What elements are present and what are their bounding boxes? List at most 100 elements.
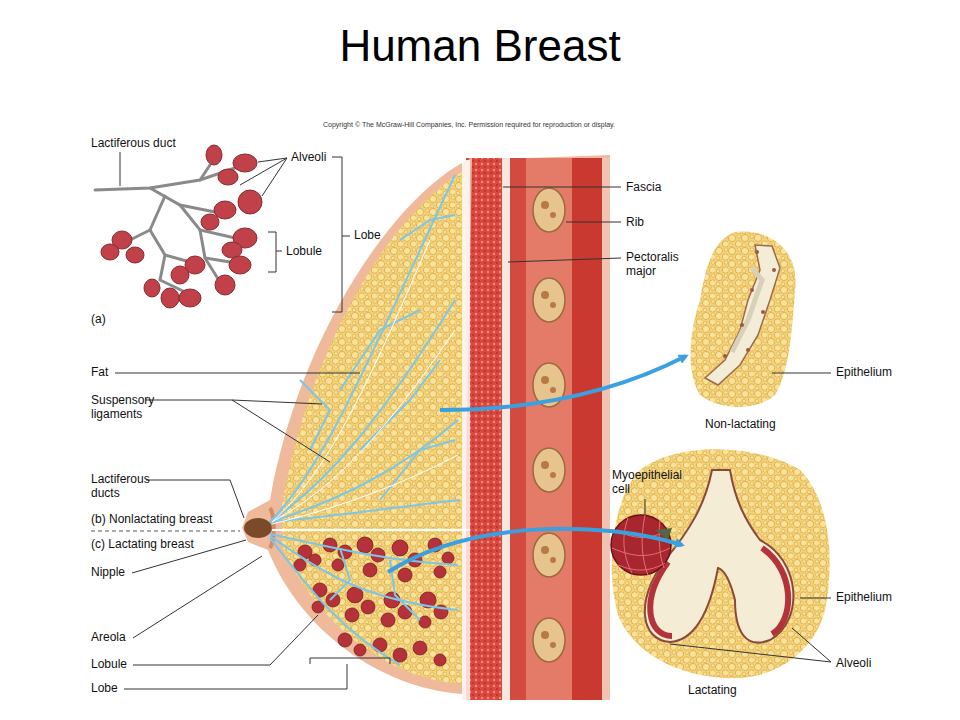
rib: [533, 533, 565, 577]
lactating-lobule: [338, 633, 352, 647]
lactating-lobule: [332, 559, 344, 571]
lobe-inset: [229, 256, 251, 274]
lobe-inset: [201, 214, 219, 230]
lactating-lobule: [347, 587, 363, 603]
leader-line: [232, 400, 330, 462]
lobe-inset: [268, 157, 350, 312]
lactating-lobule: [354, 644, 366, 656]
leader-line: [645, 499, 646, 515]
lactiferous-duct: [330, 548, 350, 600]
part-label: Lactiferous ducts: [91, 473, 161, 501]
chest-wall: [550, 472, 556, 478]
suspensory-ligament: [400, 215, 455, 240]
leader-line: [124, 664, 347, 689]
suspensory-ligament: [380, 440, 455, 500]
part-label: Pectoralis major: [626, 251, 698, 279]
leader-line: [262, 158, 287, 196]
lactating-lobule: [345, 608, 359, 622]
part-label: Suspensory ligaments: [91, 394, 161, 422]
lactating-lobule: [442, 552, 454, 564]
lobe-inset: [179, 289, 201, 307]
lactiferous-duct: [272, 455, 458, 524]
chest-wall: [602, 158, 610, 700]
lobe-inset: [218, 169, 238, 185]
part-label: Nipple: [91, 566, 125, 580]
lactating-inset: [611, 515, 671, 575]
lobe-inset: [171, 266, 189, 284]
nonlactating-inset: [772, 268, 776, 272]
part-label: Non-lactating: [705, 418, 776, 432]
lactating-lobule: [419, 616, 431, 628]
lactating-inset: [642, 515, 648, 575]
divider-line: [91, 530, 470, 531]
part-label: Lobule: [91, 658, 127, 672]
lactating-lobule: [326, 593, 340, 607]
chest-wall: [541, 631, 549, 639]
chest-wall: [541, 546, 549, 554]
lobe-inset: [95, 168, 235, 190]
chest-wall: [502, 158, 510, 700]
chest-wall: [572, 158, 602, 700]
zoom-arrow: [388, 529, 682, 572]
chest-wall: [550, 302, 556, 308]
part-label: Fascia: [626, 181, 661, 195]
suspensory-ligament: [270, 420, 458, 522]
lobe-inset: [150, 230, 190, 262]
breast-body: [244, 518, 272, 538]
lobe-inset: [332, 157, 342, 312]
rib: [533, 188, 565, 662]
nonlactating-inset: [732, 268, 762, 352]
part-label: Lactating: [688, 684, 737, 698]
lobe-inset: [215, 275, 235, 295]
rib: [533, 188, 565, 232]
chest-wall: [541, 201, 556, 648]
part-label: Lactiferous duct: [91, 137, 176, 151]
part-label: Myoepithelial cell: [612, 469, 694, 497]
lactating-lobule: [294, 559, 306, 571]
zoom-arrow: [440, 356, 686, 410]
nonlactating-inset: [761, 310, 765, 314]
lactating-lobule: [413, 641, 427, 655]
lobe-inset: [268, 232, 276, 272]
leader-line: [503, 187, 621, 188]
lobe-inset: [238, 190, 262, 214]
lobe-inset: [342, 236, 350, 237]
lactating-lobule: [357, 537, 373, 553]
breast-body: [462, 160, 470, 700]
lactiferous-duct: [270, 538, 400, 665]
lactiferous-duct: [272, 330, 455, 522]
part-label: Alveoli: [836, 657, 871, 671]
suspensory-ligament: [270, 300, 455, 522]
lobe-inset: [206, 145, 222, 165]
diagram-title: Human Breast: [0, 24, 960, 68]
lobe-inset: [101, 244, 119, 260]
rib: [533, 278, 565, 322]
lactating-lobule: [323, 538, 337, 552]
nonlactating-inset: [691, 232, 796, 407]
nonlactating-inset: [740, 323, 744, 327]
part-label: Alveoli: [291, 151, 326, 165]
lobe-inset: [95, 145, 350, 312]
chest-wall: [550, 387, 556, 393]
leader-line: [800, 598, 831, 599]
lactating-lobule: [381, 613, 395, 627]
lactating-inset: [762, 548, 788, 634]
lactating-inset: [618, 563, 665, 570]
lactating-inset: [612, 548, 670, 556]
lobe-inset: [233, 154, 257, 172]
lobe-inset: [276, 251, 282, 252]
lactating-lobule: [434, 566, 446, 578]
lobe-inset: [214, 201, 236, 219]
chest-wall: [550, 212, 556, 218]
chest-wall: [462, 155, 610, 700]
leader-line: [115, 373, 360, 374]
lobe-inset: [144, 279, 160, 297]
part-label: Lobe: [91, 682, 118, 696]
leader-line: [792, 628, 831, 662]
chest-wall: [550, 642, 556, 648]
lobe-inset: [161, 288, 179, 308]
part-label: (c) Lactating breast: [91, 538, 194, 552]
lactating-inset: [612, 449, 830, 678]
chest-wall: [541, 201, 549, 209]
